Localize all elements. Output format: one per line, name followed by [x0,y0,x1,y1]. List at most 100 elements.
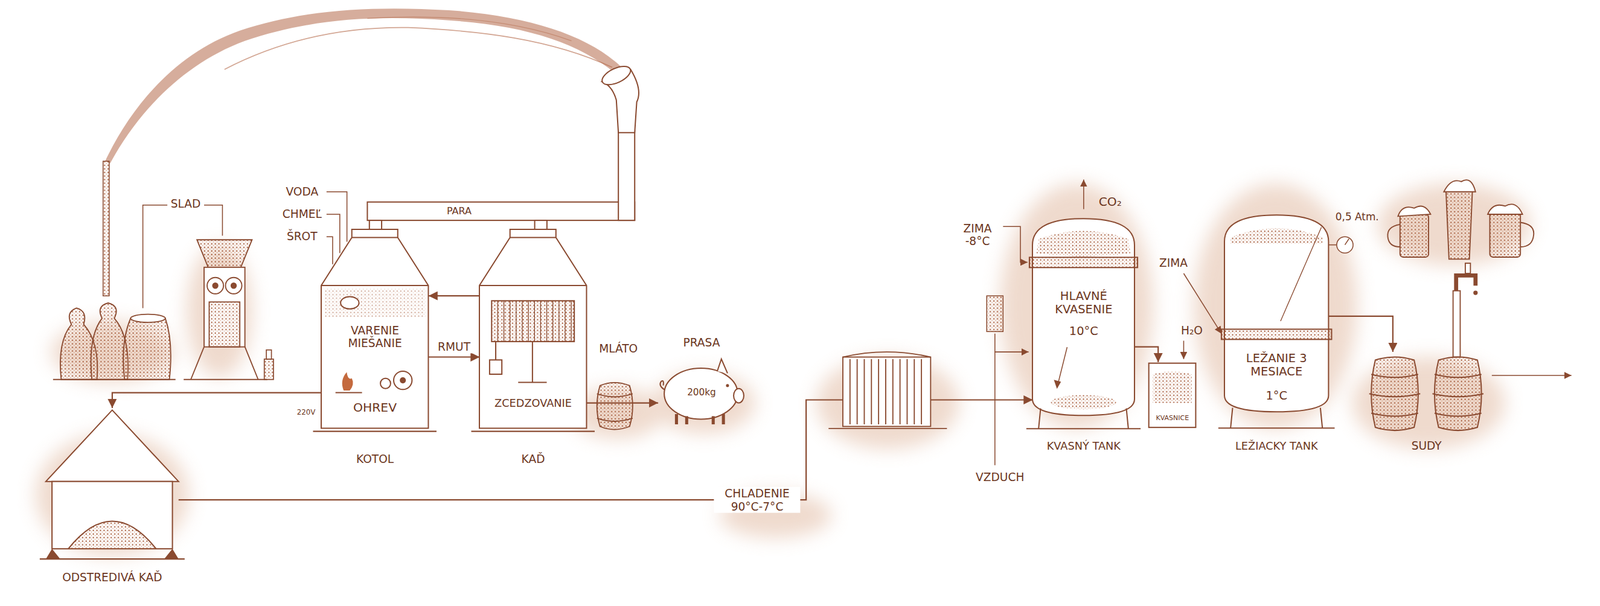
fermentation-tank-outline [1038,408,1129,429]
beer-mugs [1387,224,1400,247]
leader-line [326,214,340,253]
kegs-outline [1434,357,1482,432]
vessel-name: KAĎ [521,452,546,466]
wort-cooler [842,357,931,427]
lauter-tun: ZCEDZOVANIEKAĎ [479,229,587,434]
beer-mugs [1487,204,1523,215]
yeast-box: KVASNICE [1147,362,1197,429]
pig-figure-outline [659,380,665,390]
exit-arrow [1491,374,1572,377]
brew-kettle-outline [342,372,354,391]
flow-connector [112,393,322,409]
gas-label: CO₂ [1098,195,1122,209]
cooling-label: ZIMA -8°C [956,221,999,248]
chimney [103,161,110,296]
steam-pipe [367,202,635,221]
lagering-tank-outline [1224,215,1329,413]
smoke [105,8,628,164]
lauter-tun-outline [479,237,587,286]
beer-mugs [1443,179,1476,192]
temperature-value: 10°C [1069,324,1099,339]
malt-sacks [53,303,176,380]
ingredient-label: CHMEĽ [282,207,322,221]
process-step: LEŽANIE 3 MESIACE [1227,352,1326,380]
bottle [264,359,274,380]
paint-wash [35,183,1531,557]
brew-kettle-outline [324,288,426,317]
spent-grain-barrel [597,382,633,430]
edge-label: RMUT [435,340,473,354]
flow-connector [428,295,480,297]
cooling-air-lines [1344,239,1349,246]
animal-name: PRASA [682,336,720,349]
malt-mill [225,277,243,295]
malt-mill [190,347,205,380]
spent-grain-barrel [597,382,633,430]
beer-mugs [1387,179,1534,260]
fermentation-tank-outline [1058,347,1068,384]
steam-pipe [369,220,382,230]
byproduct-label: MLÁTO [598,342,638,356]
fermentation-tank-outline [1026,428,1141,430]
wort-cooler [842,352,931,357]
kegs: SUDY [1365,352,1488,432]
centrifuge-tun-outline [45,408,179,562]
paint-wash [1193,183,1357,429]
beer-mugs [1400,214,1429,258]
leader-line [204,205,223,237]
centrifuge-tun: ODSTREDIVÁ KAĎ [45,408,179,562]
box-label: KVASNICE [1156,414,1190,423]
lagering-tank-outline [1221,329,1332,340]
lauter-tun-outline [492,301,575,343]
centrifuge-tun-outline [68,521,156,550]
brew-kettle-outline [380,378,391,389]
wort-cooler [828,428,947,430]
brew-kettle: VARENIE MIEŠANIEOHREVKOTOL [321,229,429,434]
malt-mill [196,239,252,268]
vessel-name: LEŽIACKY TANK [1235,439,1319,452]
steam-pipe [367,62,639,231]
ingredient-label: SLAD [170,197,202,211]
process-step: VARENIE MIEŠANIE [324,323,426,350]
brew-kettle-outline [321,229,429,429]
malt-mill [245,347,259,380]
malt-sacks [130,314,165,324]
paint-wash [816,357,960,450]
malt-mill [208,301,240,347]
lagering-tank-outline [1230,408,1323,429]
leader-line [326,236,333,265]
yeast-box-outline [1148,363,1197,428]
cooling-air-lines [1083,179,1085,210]
beer-tap [1453,291,1461,358]
lauter-tun-outline [471,431,595,433]
leader-line [143,192,348,309]
malt-sacks [123,318,171,380]
lauter-tun-outline [479,229,587,429]
lagering-tank-outline [1218,428,1335,430]
flow-connector [1134,347,1159,363]
malt-mill [207,277,224,295]
fermentation-tank-outline [1051,394,1117,410]
beer-mugs [1520,222,1534,247]
kegs-outline [1432,374,1484,416]
cooling-air-lines [994,333,996,466]
pig-figure-outline [717,359,728,374]
malt-mill [204,267,246,348]
pig-figure: PRASA200kg [658,355,746,427]
centrifuge-tun-outline [45,409,179,482]
process-step: OHREV [353,400,397,415]
cooling-label: ZIMA [1159,256,1188,270]
fermentation-tank: HLAVNÉ KVASENIE10°CKVASNÝ TANK [1032,212,1135,429]
cooling-air-lines [986,179,1354,466]
steam-pipe [618,130,635,221]
process-step: ZCEDZOVANIE [494,396,572,409]
brew-kettle-outline [393,371,412,390]
bottle [264,350,274,380]
brew-kettle-outline [399,377,406,384]
smoke [367,16,572,41]
beer-tap [1473,291,1477,295]
centrifuge-tun-outline [51,481,173,550]
cooling-air-lines [1328,244,1337,246]
